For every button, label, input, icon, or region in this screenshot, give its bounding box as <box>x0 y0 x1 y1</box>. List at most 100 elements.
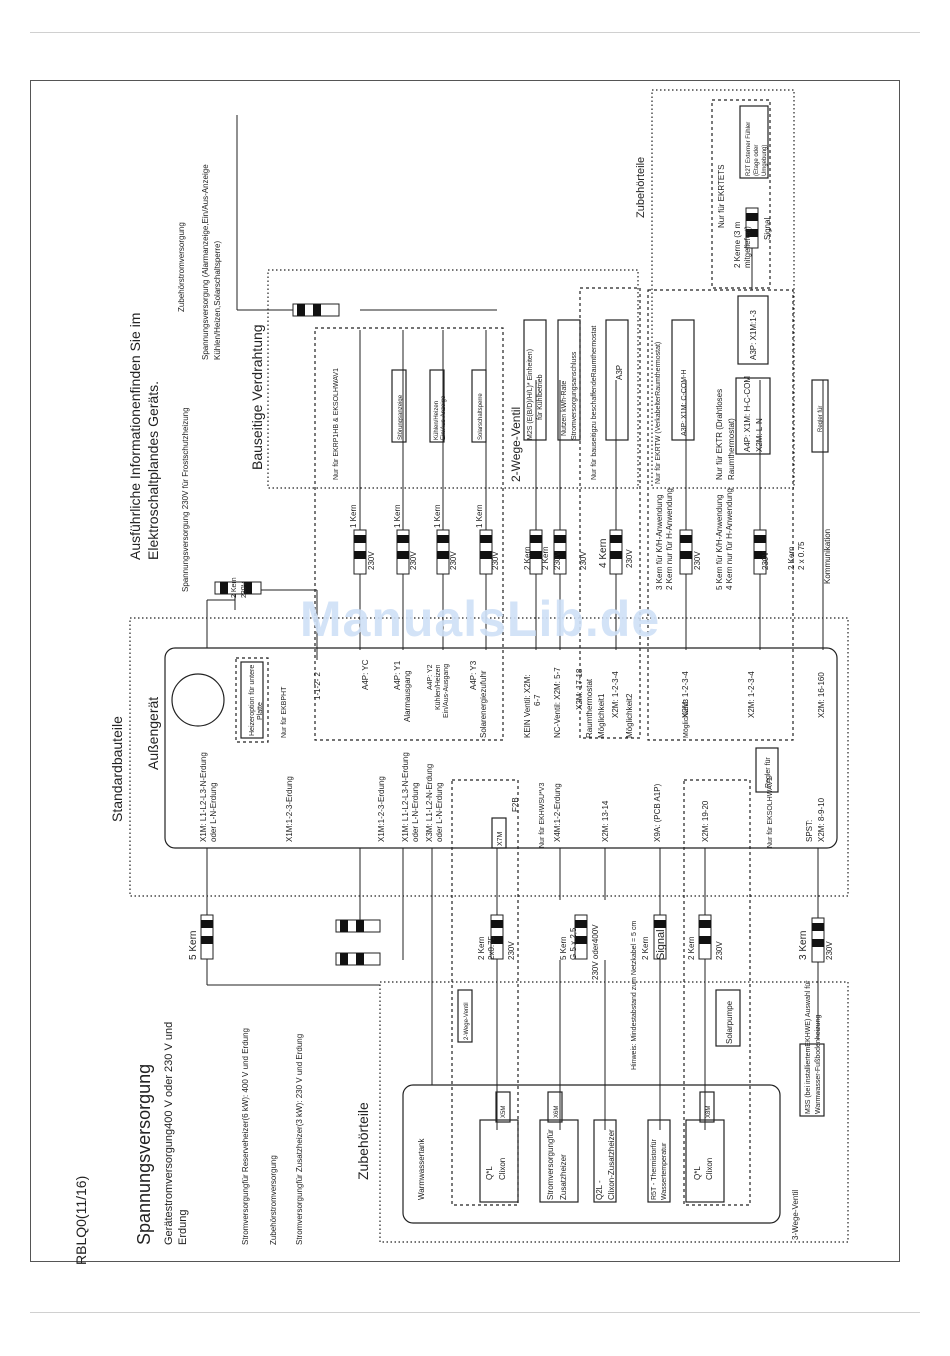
label-bauseitige-k10-b: 4 Kern nur für H-Anwendung <box>725 488 734 590</box>
label-standard-x2m-1234-b: X2M: 1-2-3-4 <box>681 671 690 718</box>
label-standard-a4p-y2c: Ein/Aus-Ausgang <box>443 664 450 718</box>
ekrtets-dashed <box>711 99 771 289</box>
label-standard-regler: Regler für <box>765 757 772 788</box>
label-standard-x1m-a2: oder L-N-Erdung <box>209 782 218 842</box>
label-cables-mid-c4-b: 230V <box>715 941 724 960</box>
label-bauseitige-k5-a: 2 Kern <box>523 546 532 570</box>
label-bauseitige-nutzen1: Nutzen kWh-Rate <box>561 381 568 436</box>
label-standard-spst: SPST: <box>805 820 814 842</box>
label-standard-a4p-y2: A4P: Y2 <box>427 664 434 690</box>
label-standard-a4p-y3b: Solarenergiezufuhr <box>479 670 488 738</box>
label-bauseitige-stoerung: Störungsanzeige <box>398 394 404 440</box>
label-standard-kein-ventil2: 6-7 <box>533 694 542 706</box>
label-bauseitige-zweiwege: 2-Wege-Ventil <box>509 407 523 482</box>
label-zubehor-bottom-strom-zusatz2: Zusatzheizer <box>559 1154 568 1200</box>
label-standard-heizer2: Platte <box>257 702 264 720</box>
label-bauseitige-nur-ekrp: Nur für EKRP1HB & EKSOLHWAV1 <box>333 368 340 480</box>
label-zubehor-bottom-tank: Warmwassertank <box>417 1138 426 1200</box>
label-standard-x2m-8910: X2M: 8-9-10 <box>817 797 826 842</box>
label-standard-a4p-yc: A4P: YC <box>361 659 370 690</box>
label-zubehor-bottom-x6m: X6M <box>554 1106 560 1118</box>
label-standard-moeg3: Möglichkeit3 <box>683 699 690 738</box>
label-header-right-zub-strom: Zubehörstromversorgung <box>177 222 186 312</box>
label-standard-nur-ekhwsu: Nur für EKHWSU*V3 <box>539 783 546 848</box>
label-top-cable-b: 230V <box>241 581 248 598</box>
label-standard-nc-ventil: NC-Ventil: X2M: 5-7 <box>553 667 562 738</box>
bottom-rule <box>30 1312 920 1313</box>
label-cables-mid-c3-a: 2 Kern <box>641 936 650 960</box>
label-left-supply1: Stromversorgungfür Reserveheizer(6 kW): … <box>241 1028 250 1245</box>
label-bauseitige-k3-b: 230V <box>449 551 458 570</box>
label-bauseitige-k6-a: 2 Kern <box>541 546 550 570</box>
label-standard-x1m-d2: oder L-N-Erdung <box>411 782 420 842</box>
label-bauseitige-nur-bauseitig: Nur für bauseitigzu beschaffendeRaumther… <box>591 326 598 480</box>
label-bauseitige-nutzen2: Stromversorgungsanschluss <box>571 351 578 440</box>
raumthermostat-dashed-1 <box>579 287 641 739</box>
label-zubehor-bottom-qxl2b: Clixon <box>705 1158 714 1180</box>
label-cables-mid-c2-c: 230V oder400V <box>591 924 600 980</box>
label-zubehor-bottom-r5t1: R5T - Thermistorfür <box>651 1139 658 1200</box>
label-header-right-spann2a: Spannungsversorgung (Alarmanzeige,Ein/Au… <box>201 164 210 360</box>
label-bauseitige-regler: Regler für <box>818 406 824 432</box>
label-bauseitige-nur-ekrtr1: Nur für EKTR (Drahtloses <box>715 389 724 480</box>
label-bauseitige-k1-b: 230V <box>367 551 376 570</box>
label-left-supply3: Stromversorgungfür Zusatzheizer(3 kW): 2… <box>295 1034 304 1245</box>
label-bauseitige-k8-a: 4 Kern <box>598 539 609 568</box>
label-bauseitige-k10-a: 5 Kern für K/H-Anwendung <box>715 494 724 590</box>
label-zubehor-top-kerne2: mitgeliefert) <box>743 226 752 268</box>
label-zubehor-bottom-title: Zubehörteile <box>355 1102 371 1180</box>
component-boxes <box>391 105 829 1203</box>
label-standard-unit: Außengerät <box>145 697 161 770</box>
label-bauseitige-nur-ekrtw: Nur für EKRTW (VerkabelterRaumthermostat… <box>655 342 662 484</box>
label-bauseitige-k11-c: Kommunikation <box>823 529 832 584</box>
top-rule <box>30 32 920 33</box>
label-bauseitige-k6-b: 230V <box>553 551 562 570</box>
label-cables-mid-c1-b: 2x0.75 <box>487 935 496 960</box>
label-bauseitige-k4-a: 1 Kern <box>475 504 484 528</box>
label-bauseitige-k7-b: 230V <box>579 551 588 570</box>
label-bauseitige-k9-b: 2 Kern nur für H-Anwendung <box>665 488 674 590</box>
label-header-right-line1: Ausführliche Informationenfinden Sie im <box>127 313 143 560</box>
label-cables-mid-c5-b: 230V <box>825 941 834 960</box>
standard-region <box>129 617 849 897</box>
label-bauseitige-m2s2: für Kühlbetrieb <box>537 374 544 420</box>
label-zubehor-bottom-dreiwege: 3-Wege-Ventil <box>791 1190 800 1240</box>
label-standard-a4p-y2b: Kühlen/Heizen <box>435 664 442 710</box>
label-bauseitige-k9-c: 230V <box>693 551 702 570</box>
label-bauseitige-k11-a: 2 Kern <box>787 546 796 570</box>
label-doc-code: RBLQ0(11/16) <box>73 1176 89 1265</box>
label-standard-x2m-1718: X2M: 17-18 <box>575 668 584 710</box>
label-zubehor-bottom-m3s1: M3S (bei installiertemEKHWE) Auswahl für <box>805 980 812 1114</box>
label-zubehor-top-r2t1: R2T Externer Fühler <box>746 122 752 176</box>
label-standard-a4p-y1: A4P: Y1 <box>393 660 402 690</box>
label-zubehor-bottom-strom-zusatz1: Stromversorgungfür <box>546 1129 555 1200</box>
label-zubehor-top-nur-ekrtets: Nur für EKRTETS <box>717 165 726 228</box>
label-bauseitige-a3p: A3P <box>615 365 624 380</box>
label-standard-x2m-1920: X2M: 19-20 <box>701 800 710 842</box>
label-standard-x1m-a: X1M: L1-L2-L3-N-Erdung <box>199 752 208 842</box>
label-zubehor-bottom-qxl2: Q*L <box>693 1166 702 1180</box>
label-bauseitige-k8-b: 230V <box>625 549 634 568</box>
cable-markers <box>200 207 825 966</box>
label-zubehor-bottom-solarpumpe: Solarpumpe <box>725 1000 734 1044</box>
label-standard-x2m-1234-c: X2M: 1-2-3-4 <box>747 671 756 718</box>
label-bauseitige-kuehlen1: Kühlen/Heizen <box>434 401 440 440</box>
label-standard-nur-ekbpht: Nur für EKBPHT <box>281 686 288 738</box>
label-zubehor-top-signal: Signal <box>763 218 772 240</box>
label-zubehor-top-r2t2: (Etage oder <box>754 145 760 176</box>
diagram-frame <box>30 80 900 1262</box>
label-zubehor-bottom-x8m: X8M <box>706 1106 712 1118</box>
label-zubehor-bottom-qxl-clixon-1: Q*L <box>485 1166 494 1180</box>
label-standard-raumthermostat: Raumthermostat <box>585 678 594 738</box>
label-bauseitige-kuehlen2: Ein/Aus-Anzeige <box>441 395 447 440</box>
label-standard-x2m-16160: X2M: 16-160 <box>817 672 826 718</box>
label-zubehor-bottom-zweiwege: 2-Wege-Ventil <box>464 1002 470 1040</box>
label-bauseitige-k1-a: 1 Kern <box>349 504 358 528</box>
label-standard-x4m: X4M:1-2-Erdung <box>553 783 562 842</box>
heizer-box <box>240 661 264 739</box>
label-standard-x1m-c: X1M:1-2-3-Erdung <box>377 776 386 842</box>
label-bauseitige-k4-b: 230V <box>491 551 500 570</box>
label-left-cable-5kern: 5 Kern <box>188 931 199 960</box>
